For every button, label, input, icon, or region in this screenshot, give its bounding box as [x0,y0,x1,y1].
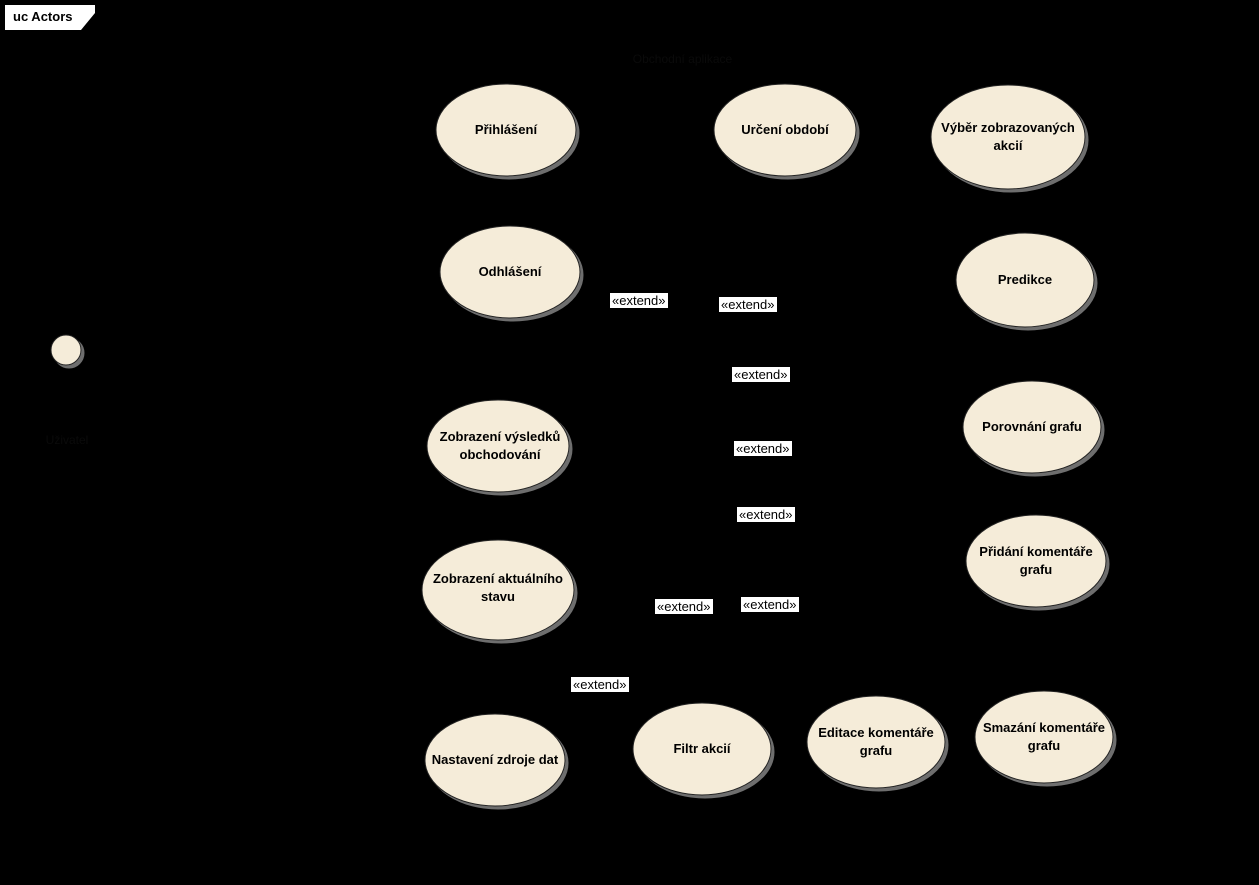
use-case-predikce-shape[interactable] [955,232,1095,328]
use-case-vyber-akci-shape[interactable] [930,84,1086,190]
use-case-filtr-akcii[interactable]: Filtr akcií [673,741,731,756]
use-case-zobrazeni-vysledku[interactable]: Zobrazení výsledků obchodování [439,429,561,462]
use-case-nastaveni-zdroje-shape[interactable] [424,713,566,807]
use-case-smazani-komentare-shape[interactable] [974,690,1114,784]
use-case-odhlaseni[interactable]: Odhlášení [478,264,542,279]
frame-tag-shape [5,5,95,30]
extend-label: «extend» [741,597,799,612]
use-case-prihlaseni[interactable]: Přihlášení [474,122,538,137]
system-title: Obchodní aplikace [632,52,733,66]
use-case-porovnani-grafu-shape[interactable] [962,380,1102,474]
use-case-pridani-komentare[interactable]: Přidání komentáře grafu [979,544,1093,577]
use-case-editace-komentare[interactable]: Editace komentáře grafu [818,725,934,758]
use-case-editace-komentare-shape[interactable] [806,695,946,789]
use-case-zobrazeni-vysledku-shape[interactable] [426,399,570,493]
extend-label: «extend» [737,507,795,522]
use-case-zobrazeni-stavu-shape[interactable] [421,539,575,641]
extend-label: «extend» [719,297,777,312]
use-case-predikce[interactable]: Predikce [997,272,1053,287]
use-case-porovnani-grafu[interactable]: Porovnání grafu [982,419,1082,434]
frame-tag: uc Actors [5,5,95,30]
actor-head[interactable] [50,334,82,366]
use-case-nastaveni-zdroje[interactable]: Nastavení zdroje dat [431,752,559,767]
use-case-prihlaseni-shape[interactable] [435,83,577,177]
extend-label: «extend» [610,293,668,308]
use-case-urceni-obdobi[interactable]: Určení období [741,122,829,137]
frame-label: uc Actors [13,9,73,24]
use-case-pridani-komentare-shape[interactable] [965,514,1107,608]
actor-name: Uživatel [45,433,89,447]
use-case-zobrazeni-stavu[interactable]: Zobrazení aktuálního stavu [432,571,563,604]
extend-label: «extend» [571,677,629,692]
extend-label: «extend» [655,599,713,614]
extend-label: «extend» [734,441,792,456]
use-case-urceni-obdobi-shape[interactable] [713,83,857,177]
use-case-filtr-akcii-shape[interactable] [632,702,772,796]
use-case-smazani-komentare[interactable]: Smazání komentáře grafu [982,720,1106,753]
use-case-vyber-akci[interactable]: Výběr zobrazovaných akcií [941,120,1075,153]
use-case-odhlaseni-shape[interactable] [439,225,581,319]
extend-label: «extend» [732,367,790,382]
